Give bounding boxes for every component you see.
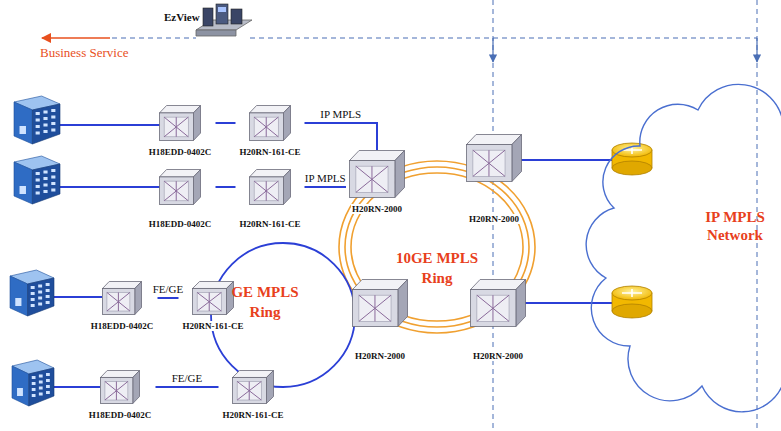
ring-label: GE MPLS Ring: [226, 282, 304, 322]
server-icon: [196, 4, 252, 36]
device-label: H20RN-161-CE: [222, 410, 285, 420]
network-device: H20RN-2000: [349, 279, 411, 363]
device-icon: [249, 169, 291, 205]
management-line: [112, 37, 196, 38]
device-label: H18EDD-0402C: [88, 410, 153, 420]
building-icon: [14, 96, 60, 144]
link-label: FE/GE: [170, 372, 205, 384]
wire: [54, 296, 102, 298]
device-label: H20RN-161-CE: [239, 147, 302, 157]
wire: [520, 159, 612, 161]
building-icon: [10, 270, 54, 316]
device-label: H18EDD-0402C: [148, 219, 213, 229]
ring-line: [345, 167, 529, 327]
network-device: H20RN-161-CE: [236, 169, 305, 231]
link-label: FE/GE: [151, 283, 186, 295]
network-device: H18EDD-0402C: [85, 370, 156, 422]
building-icon: [12, 360, 54, 406]
management-arrow: [756, 38, 757, 62]
device-icon: [192, 281, 234, 315]
network-device: H18EDD-0402C: [145, 169, 216, 231]
device-label: H20RN-161-CE: [182, 321, 245, 331]
device-label: H20RN-2000: [351, 204, 403, 214]
network-device: H18EDD-0402C: [145, 105, 216, 159]
ring-line: [211, 243, 355, 387]
service-arrow: [42, 37, 110, 39]
device-label: H20RN-2000: [468, 214, 520, 224]
network-device: H20RN-2000: [467, 279, 529, 363]
device-icon: [159, 105, 201, 141]
device-icon: [100, 370, 140, 404]
network-device: H20RN-161-CE: [236, 105, 305, 159]
wire: [524, 302, 612, 304]
network-device: H20RN-2000: [346, 150, 408, 216]
wire: [58, 124, 160, 126]
link-line: [216, 122, 236, 124]
network-device: H20RN-161-CE: [219, 370, 288, 422]
network-cloud: IP MPLS Network: [598, 100, 781, 400]
device-icon: [352, 279, 408, 327]
link-line: [305, 186, 347, 188]
network-device: H18EDD-0402C: [87, 281, 158, 333]
service-label: Business Service: [40, 44, 128, 61]
link-line: [158, 297, 179, 299]
link-line: [305, 123, 378, 150]
device-icon: [159, 169, 201, 205]
device-icon: [249, 105, 291, 141]
link-line: [156, 386, 219, 388]
device-label: H18EDD-0402C: [148, 147, 213, 157]
system-name: EzView: [164, 10, 200, 24]
device-label: H20RN-2000: [472, 351, 524, 361]
link-line: [216, 186, 236, 188]
link-label: IP MPLS: [318, 108, 363, 120]
device-icon: [102, 281, 142, 315]
device-icon: [470, 279, 526, 327]
ring-label: 10GE MPLS Ring: [387, 248, 487, 288]
ring-line: [339, 161, 535, 333]
device-icon: [466, 134, 522, 182]
wire: [54, 386, 100, 388]
link-label: IP MPLS: [303, 172, 348, 184]
device-icon: [232, 370, 274, 404]
node-label: IP MPLS Network: [694, 208, 776, 244]
router-symbol: [612, 143, 652, 175]
device-label: H18EDD-0402C: [90, 321, 155, 331]
cloud-outline: [598, 100, 781, 400]
management-line: [250, 37, 757, 38]
network-device: H20RN-2000: [463, 134, 525, 226]
device-label: H20RN-2000: [354, 351, 406, 361]
building-icon: [14, 156, 60, 204]
device-label: H20RN-161-CE: [239, 219, 302, 229]
wire: [58, 186, 160, 188]
router-symbol: [612, 286, 652, 318]
device-icon: [349, 150, 405, 198]
management-arrow: [492, 38, 493, 62]
